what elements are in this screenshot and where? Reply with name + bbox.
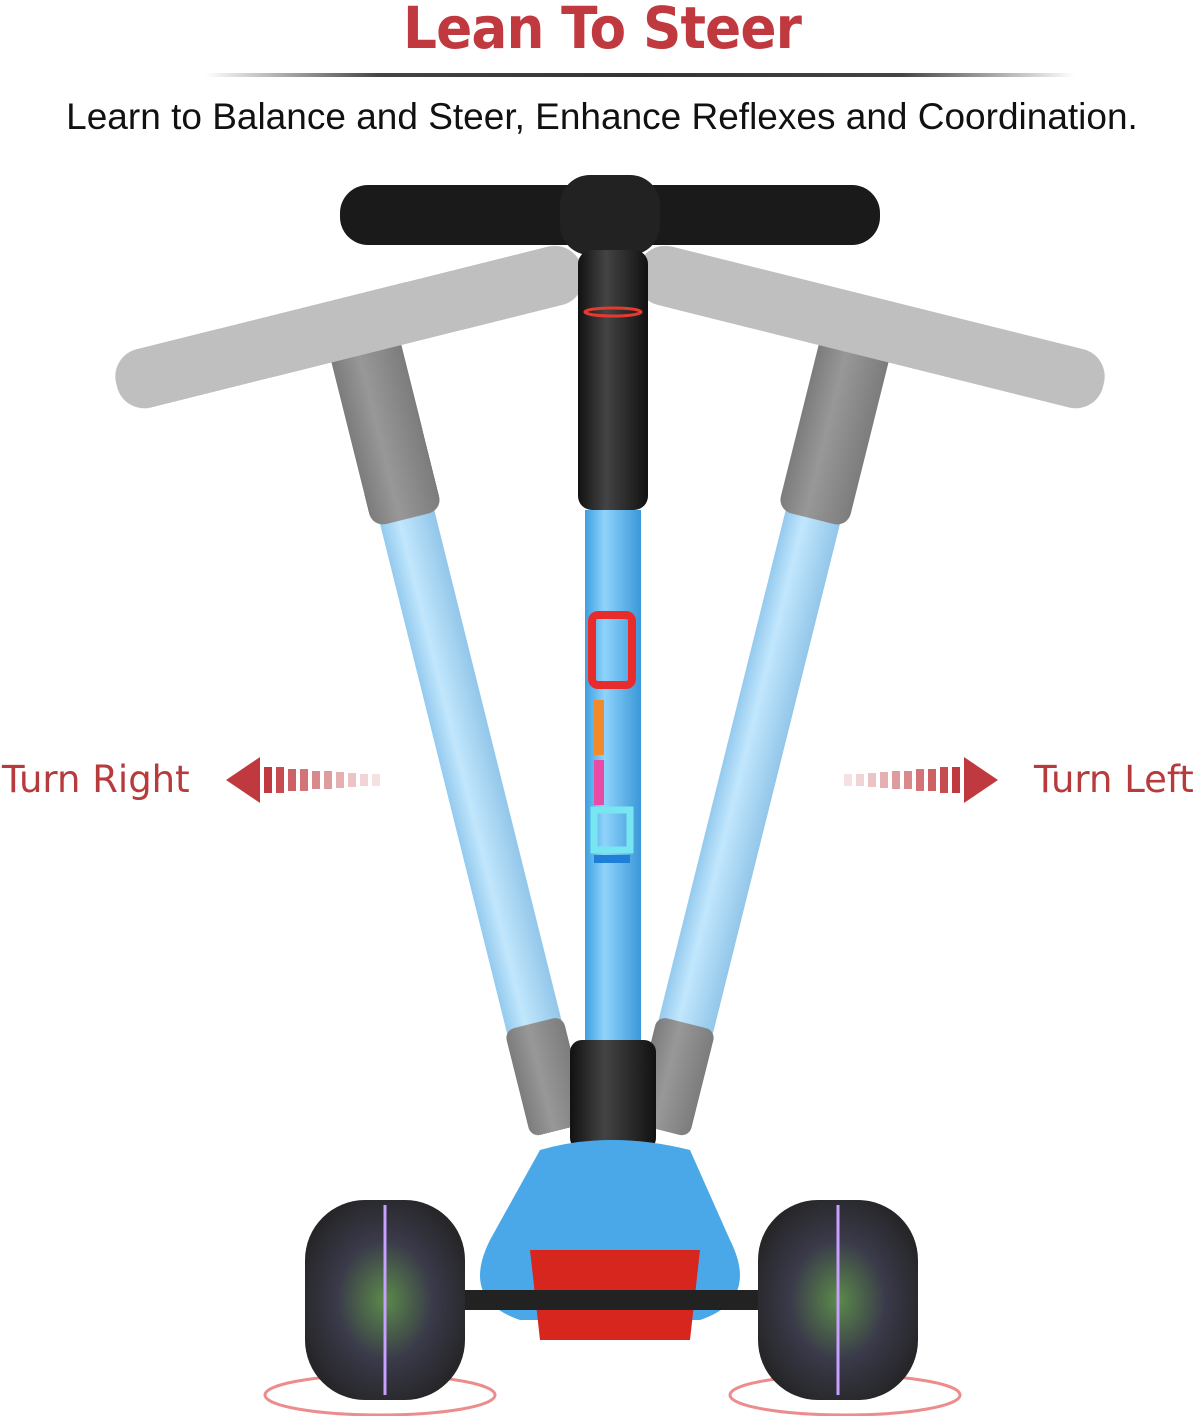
- arrow-left-icon: [226, 757, 380, 803]
- wheel-left: [263, 1200, 497, 1416]
- center-bar: [340, 175, 880, 1150]
- divider: [205, 73, 1075, 77]
- turn-left-label: Turn Left: [1034, 758, 1194, 801]
- arrow-right-icon: [844, 757, 998, 803]
- ghost-bar-right: [625, 245, 1105, 1139]
- subtitle: Learn to Balance and Steer, Enhance Refl…: [66, 96, 1138, 137]
- ghost-bar-left: [115, 245, 595, 1139]
- page-title: Lean To Steer: [403, 0, 802, 62]
- turn-right-label: Turn Right: [2, 758, 190, 801]
- wheel-right: [728, 1200, 962, 1416]
